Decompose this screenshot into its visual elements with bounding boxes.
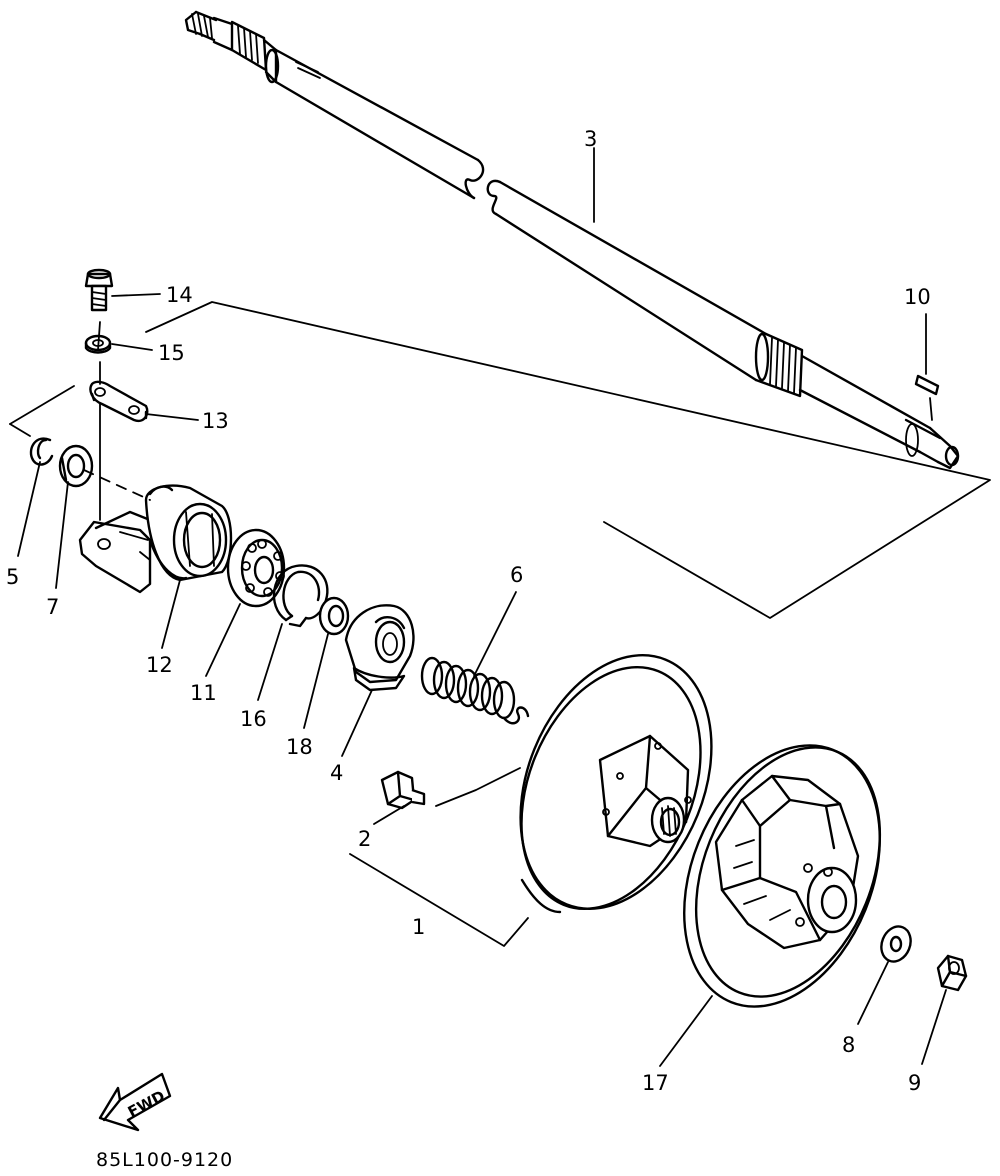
washer	[880, 925, 912, 963]
callout-numbers: 3 14 15 13 10 5 7 12 11 16 18 4 6 2 1 8 …	[6, 127, 931, 1095]
snap-ring	[272, 564, 329, 628]
callout-5: 5	[6, 565, 19, 589]
collar	[318, 596, 350, 636]
circlip	[29, 437, 54, 466]
callout-16: 16	[240, 707, 267, 731]
cam	[344, 604, 415, 692]
callout-8: 8	[842, 1033, 855, 1057]
movable-sheave	[683, 744, 882, 1008]
diagram-code: 85L100-9120	[96, 1149, 233, 1171]
leader-lines	[17, 147, 947, 1067]
slider	[380, 770, 426, 810]
callout-10: 10	[904, 285, 931, 309]
fwd-arrow-icon: FWD	[98, 1072, 172, 1132]
callout-15: 15	[158, 341, 185, 365]
assembly-lines	[9, 301, 991, 947]
bolt	[84, 268, 114, 312]
callout-12: 12	[146, 653, 173, 677]
callout-1: 1	[412, 915, 425, 939]
fixed-sheave	[519, 654, 713, 914]
callout-4: 4	[330, 761, 343, 785]
callout-2: 2	[358, 827, 371, 851]
callout-7: 7	[46, 595, 59, 619]
callout-18: 18	[286, 735, 313, 759]
callout-17: 17	[642, 1071, 669, 1095]
callout-6: 6	[510, 563, 523, 587]
spring	[420, 656, 530, 725]
bearing-housing	[78, 484, 233, 594]
callout-3: 3	[584, 127, 597, 151]
retainer-plate	[89, 380, 149, 423]
callout-11: 11	[190, 681, 217, 705]
key	[914, 374, 940, 421]
oil-seal	[58, 444, 94, 488]
callout-14: 14	[166, 283, 193, 307]
callout-13: 13	[202, 409, 229, 433]
callout-9: 9	[908, 1071, 921, 1095]
ball-bearing	[226, 528, 286, 608]
nut	[936, 954, 968, 992]
shaft	[184, 10, 960, 470]
